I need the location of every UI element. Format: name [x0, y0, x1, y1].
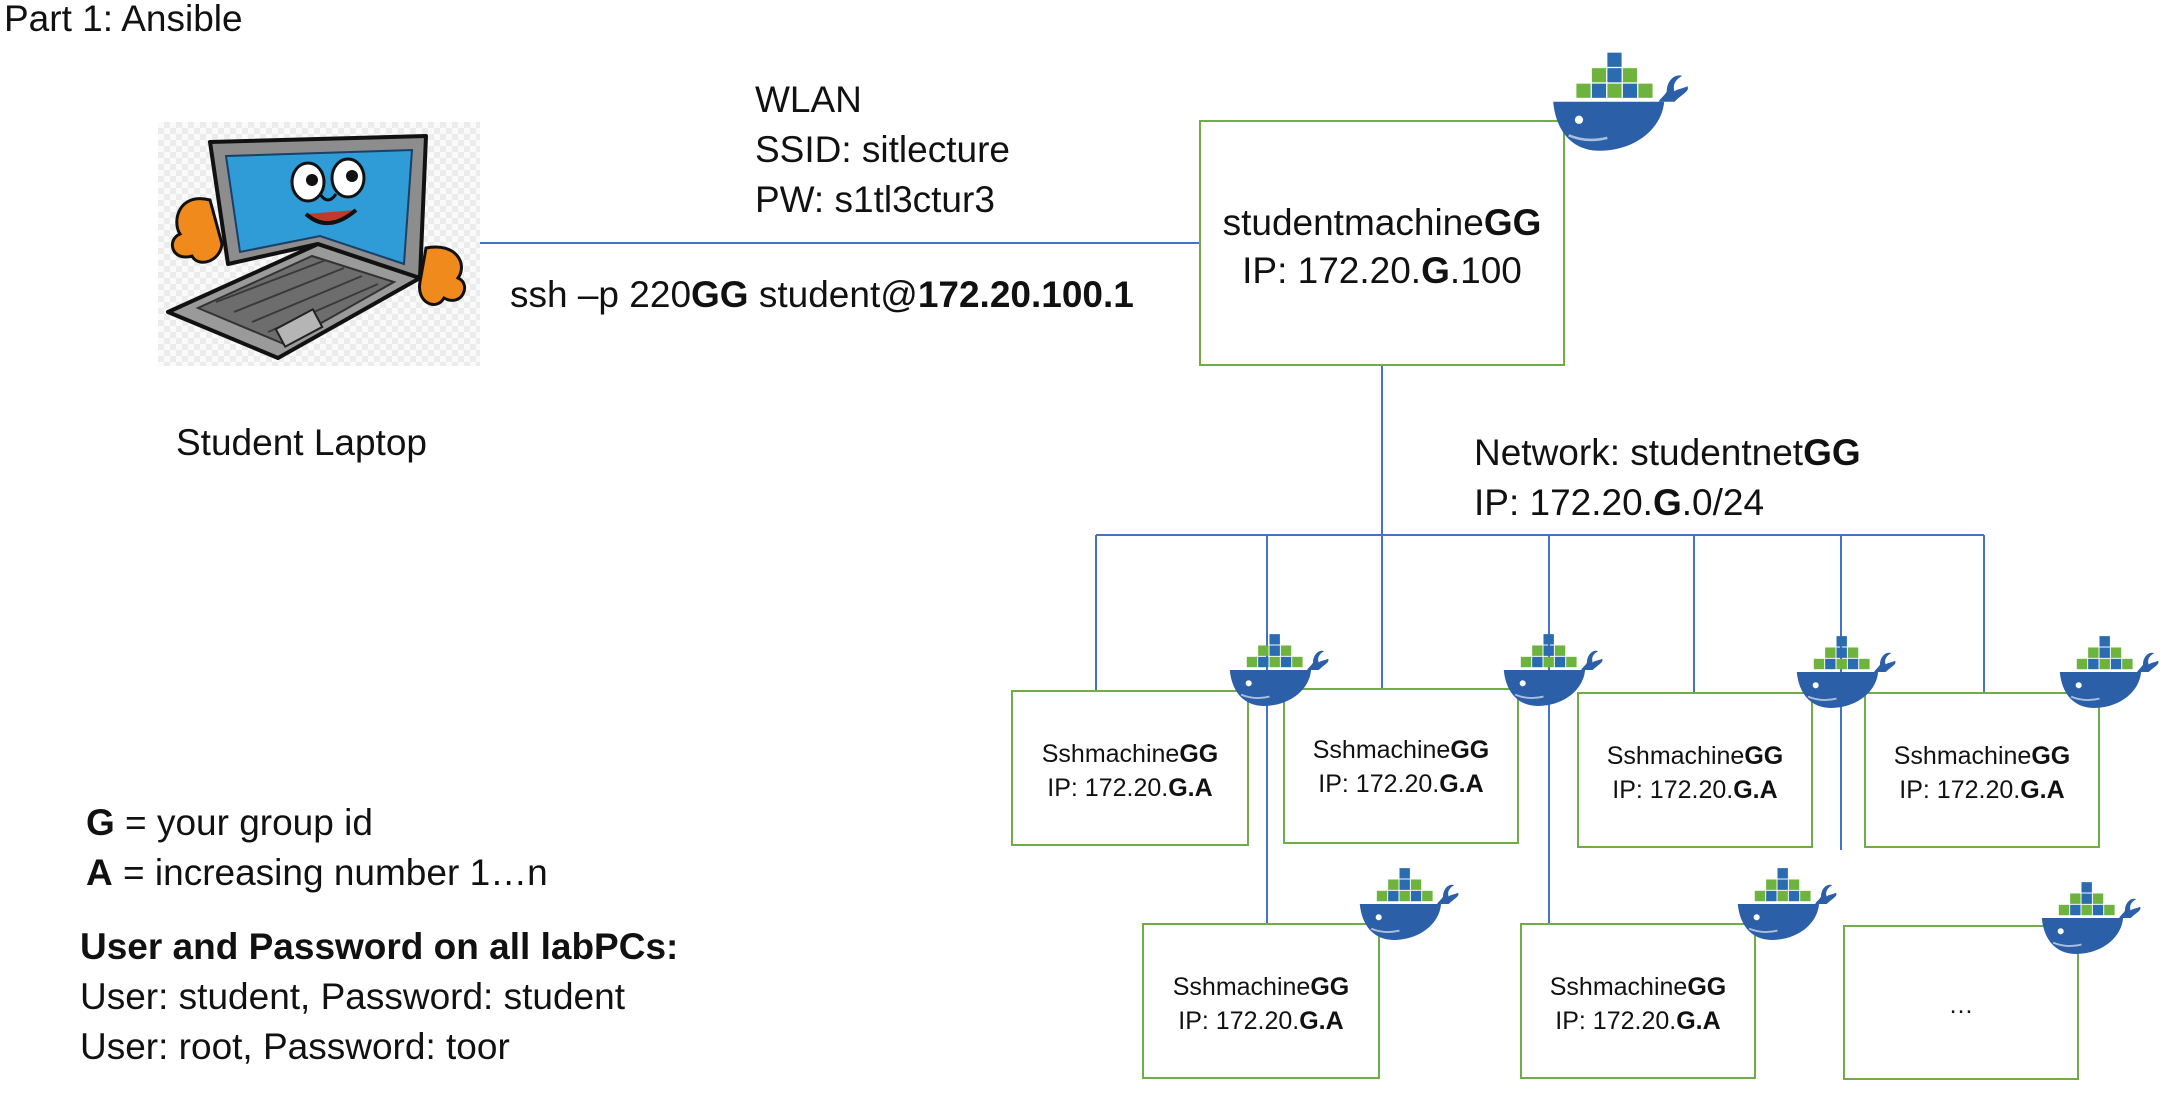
- docker-whale-icon: [1737, 868, 1837, 940]
- sshmachine-name: SshmachineGG: [1312, 736, 1490, 764]
- legend-a: A = increasing number 1…n: [86, 852, 548, 893]
- cartoon-laptop-icon: [166, 134, 466, 360]
- sshmachine-ip: IP: 172.20.G.A: [1612, 776, 1778, 804]
- sshmachine-ip: IP: 172.20.G.A: [1178, 1007, 1344, 1035]
- sshmachine-name: SshmachineGG: [1549, 973, 1727, 1001]
- sshmachine-ip: IP: 172.20.G.A: [1318, 770, 1484, 798]
- docker-whale-icon: [2041, 882, 2141, 954]
- docker-whale-icon: [1229, 634, 1329, 706]
- more-machines-box: …: [1843, 925, 2079, 1080]
- sshmachine-box: SshmachineGG IP: 172.20.G.A: [1864, 692, 2100, 848]
- more-machines-ellipsis: …: [1948, 991, 1974, 1019]
- laptop-label: Student Laptop: [176, 422, 427, 463]
- legend-g: G = your group id: [86, 802, 373, 843]
- sshmachine-ip: IP: 172.20.G.A: [1899, 776, 2065, 804]
- sshmachine-ip: IP: 172.20.G.A: [1047, 774, 1213, 802]
- sshmachine-name: SshmachineGG: [1893, 742, 2071, 770]
- sshmachine-box: SshmachineGG IP: 172.20.G.A: [1577, 692, 1813, 848]
- sshmachine-name: SshmachineGG: [1606, 742, 1784, 770]
- sshmachine-name: SshmachineGG: [1041, 740, 1219, 768]
- sshmachine-box: SshmachineGG IP: 172.20.G.A: [1520, 923, 1756, 1079]
- studentmachine-box: studentmachineGG IP: 172.20.G.100: [1199, 120, 1565, 366]
- laptop-illustration: [158, 122, 480, 366]
- studentmachine-ip: IP: 172.20.G.100: [1242, 250, 1522, 291]
- sshmachine-name: SshmachineGG: [1172, 973, 1350, 1001]
- docker-whale-icon: [1359, 868, 1459, 940]
- wlan-ssid: SSID: sitlecture: [755, 129, 1010, 170]
- network-name: Network: studentnetGG: [1474, 432, 1861, 473]
- credentials-root: User: root, Password: toor: [80, 1026, 510, 1067]
- slide-title: Part 1: Ansible: [4, 0, 243, 39]
- docker-whale-icon: [1553, 52, 1688, 151]
- sshmachine-box: SshmachineGG IP: 172.20.G.A: [1011, 690, 1249, 846]
- sshmachine-box: SshmachineGG IP: 172.20.G.A: [1142, 923, 1380, 1079]
- ssh-command: ssh –p 220GG student@172.20.100.1: [510, 274, 1134, 315]
- studentmachine-name: studentmachineGG: [1222, 202, 1542, 243]
- wlan-heading: WLAN: [755, 79, 862, 120]
- sshmachine-ip: IP: 172.20.G.A: [1555, 1007, 1721, 1035]
- docker-whale-icon: [1796, 636, 1896, 708]
- wlan-password: PW: s1tl3ctur3: [755, 179, 995, 220]
- sshmachine-box: SshmachineGG IP: 172.20.G.A: [1283, 688, 1519, 844]
- docker-whale-icon: [1503, 634, 1603, 706]
- network-ip: IP: 172.20.G.0/24: [1474, 482, 1765, 523]
- docker-whale-icon: [2059, 636, 2159, 708]
- credentials-heading: User and Password on all labPCs:: [80, 926, 679, 967]
- credentials-student: User: student, Password: student: [80, 976, 625, 1017]
